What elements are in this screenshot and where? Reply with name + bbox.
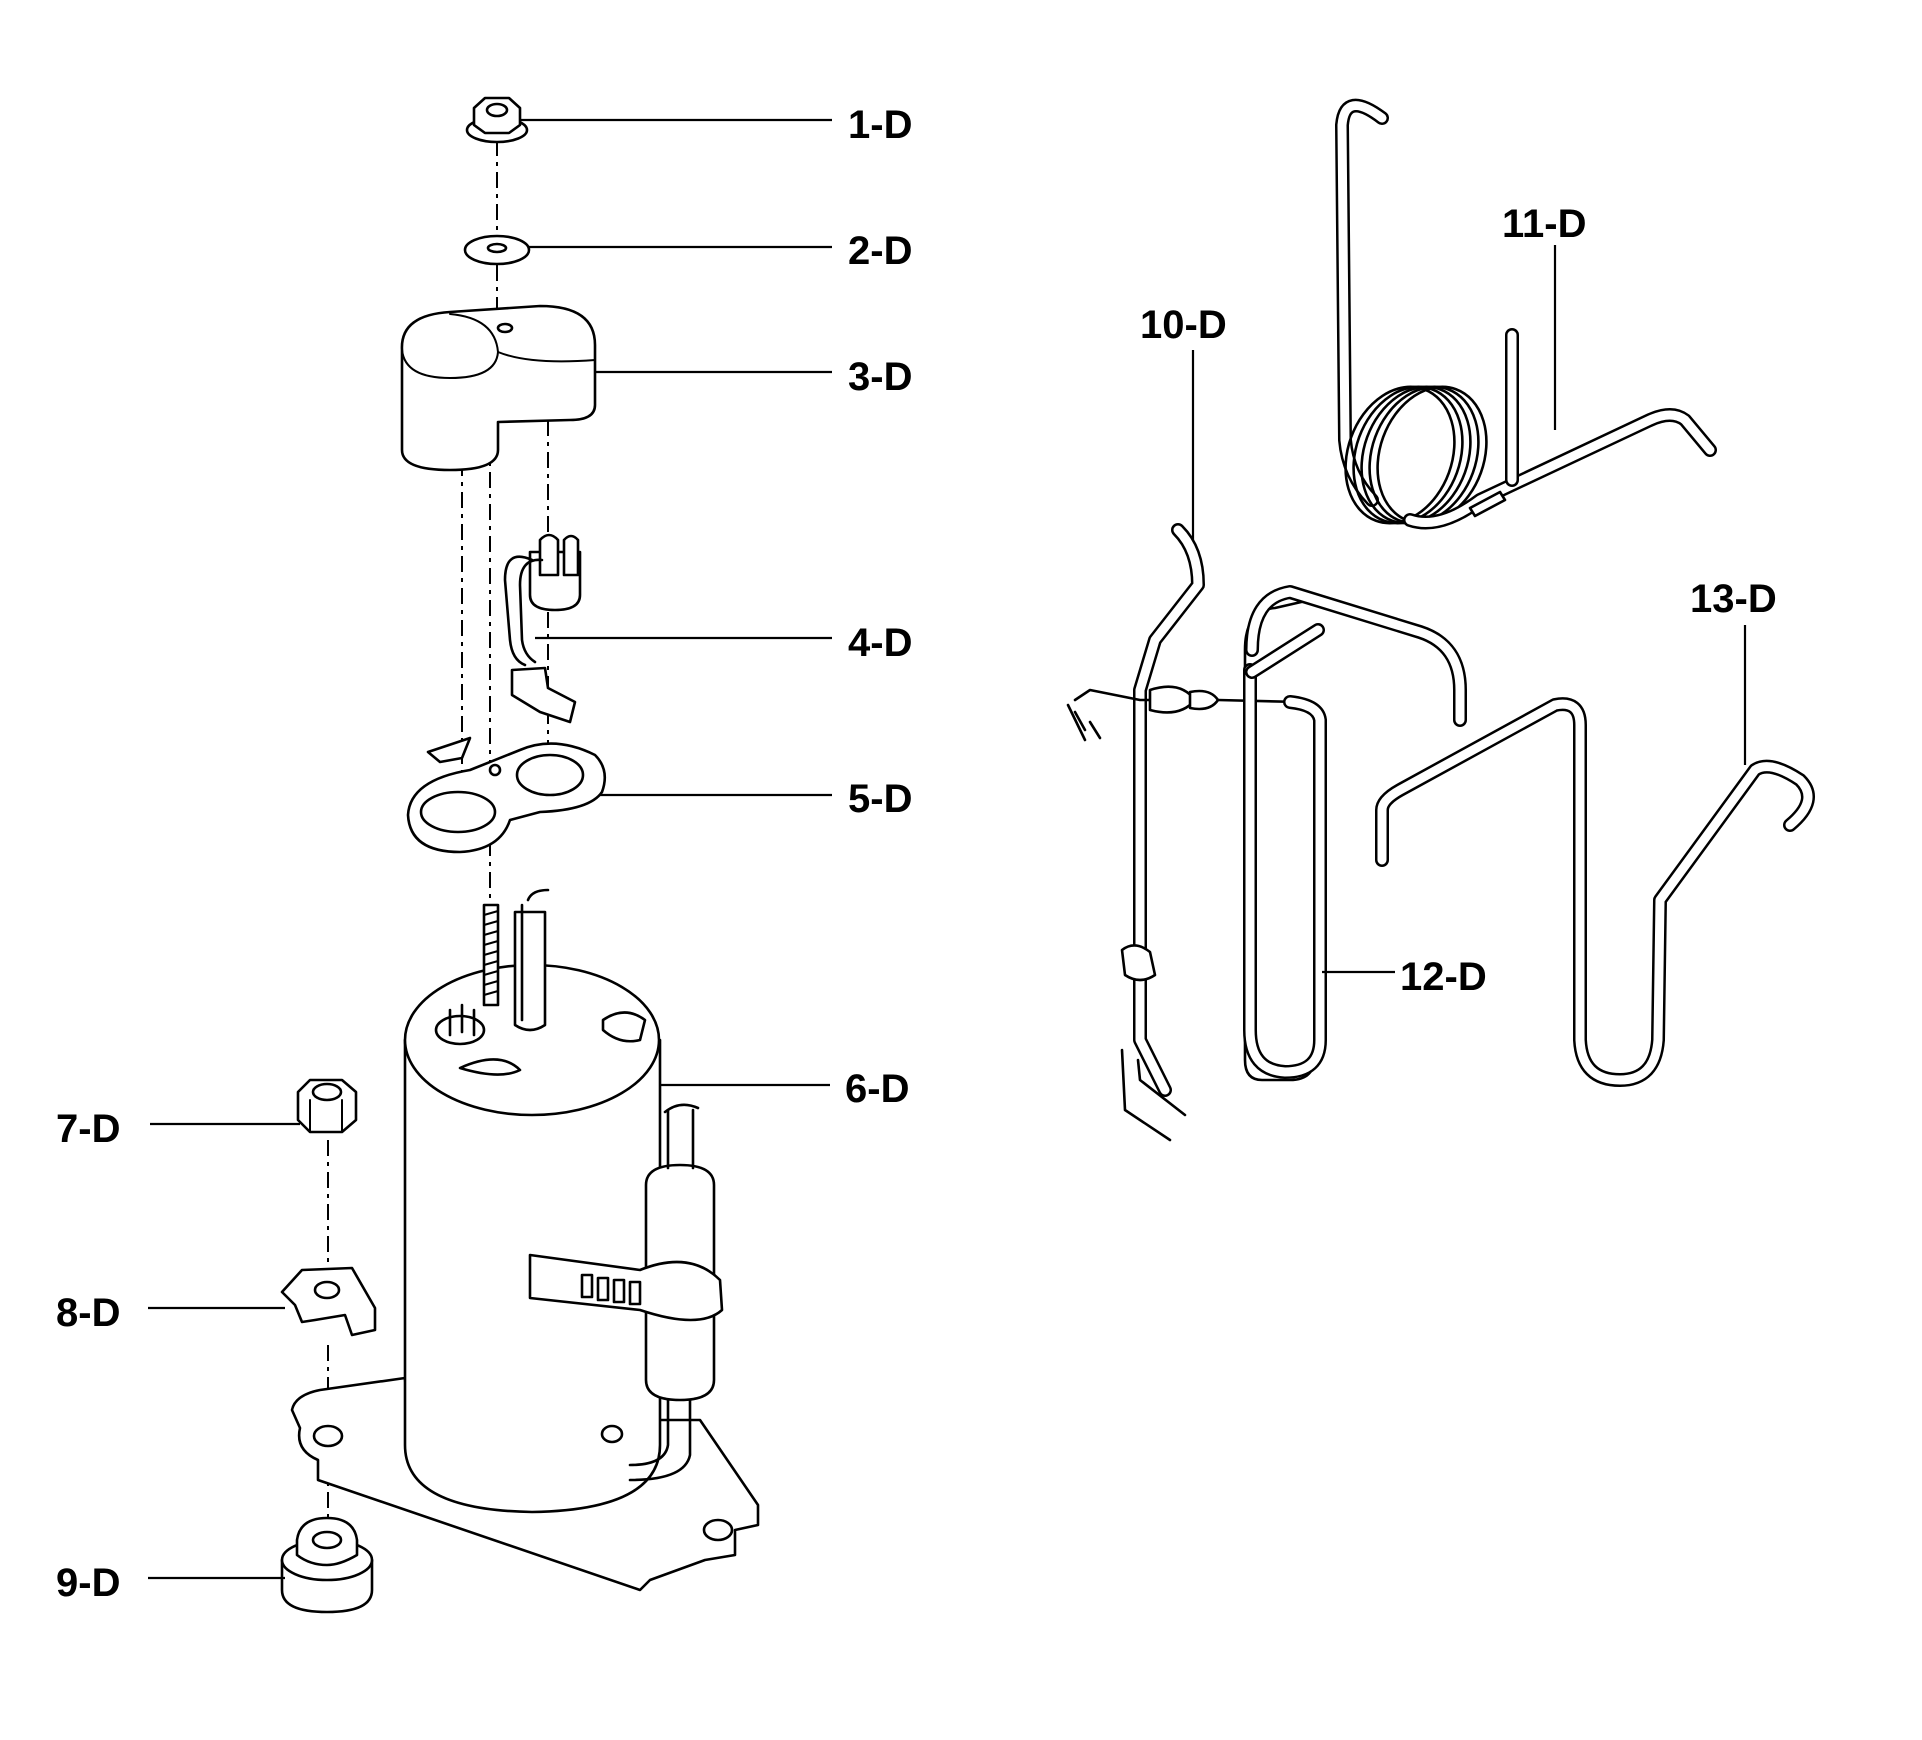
label-2-d: 2-D [848,229,912,273]
part-hex-nut [296,1078,358,1134]
label-12-d: 12-D [1400,955,1487,999]
label-3-d: 3-D [848,355,912,399]
part-mount-plate [406,736,607,854]
part-u-bend-tube [1375,697,1815,1087]
label-8-d: 8-D [56,1291,120,1335]
leader-lines [148,118,1747,1580]
part-terminal-cover [400,304,597,472]
label-7-d: 7-D [56,1107,120,1151]
part-mount-bracket [280,1266,377,1337]
part-overload-protector [503,533,582,724]
label-10-d: 10-D [1140,303,1227,347]
label-9-d: 9-D [56,1561,120,1605]
label-11-d: 11-D [1502,202,1587,246]
label-1-d: 1-D [848,103,912,147]
part-flange-nut [465,96,529,144]
part-compressor [290,888,760,1592]
label-4-d: 4-D [848,621,912,665]
part-grommet [280,1516,374,1614]
part-washer [463,234,531,266]
part-labels: 1-D 2-D 3-D 4-D 5-D 6-D 7-D 8-D 9-D 10-D… [56,103,1777,1605]
label-5-d: 5-D [848,777,912,821]
part-bent-tube [1243,585,1467,1079]
label-6-d: 6-D [845,1067,909,1111]
label-13-d: 13-D [1690,577,1777,621]
part-coiled-tube [1335,98,1717,530]
